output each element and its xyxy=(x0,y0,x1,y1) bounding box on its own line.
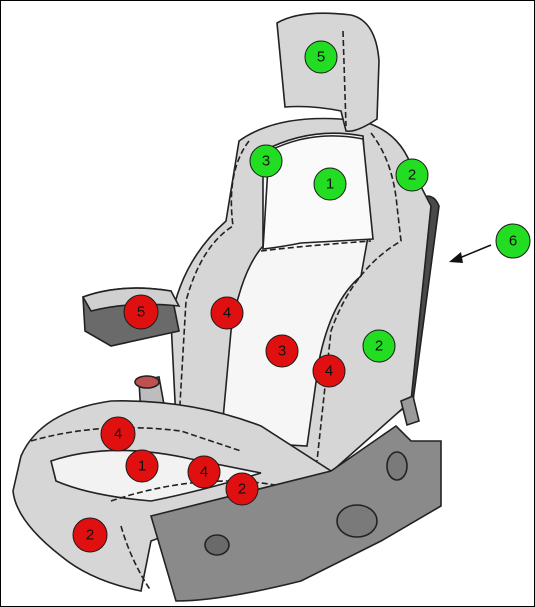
green-marker-3: 3 xyxy=(250,145,282,177)
red-marker-4-side: 4 xyxy=(313,355,345,387)
headrest xyxy=(277,13,379,131)
marker-label: 5 xyxy=(317,49,325,66)
marker-label: 4 xyxy=(114,426,122,443)
green-marker-2-side: 2 xyxy=(363,330,395,362)
frame-hole-2 xyxy=(337,505,377,537)
red-marker-4-cushion-left: 4 xyxy=(101,417,135,451)
marker-label: 4 xyxy=(223,305,231,322)
green-marker-2-top: 2 xyxy=(396,159,428,191)
marker-label: 2 xyxy=(238,481,246,498)
frame-hole-3 xyxy=(387,452,407,480)
marker-label: 6 xyxy=(509,233,517,250)
pointer-arrow-line xyxy=(457,245,491,259)
red-marker-3: 3 xyxy=(266,335,298,367)
red-marker-4-backrest: 4 xyxy=(211,297,243,329)
red-marker-1: 1 xyxy=(126,450,158,482)
marker-label: 3 xyxy=(262,153,270,170)
marker-label: 5 xyxy=(137,304,145,321)
marker-label: 2 xyxy=(408,167,416,184)
marker-label: 2 xyxy=(86,527,94,544)
frame-hole-1 xyxy=(205,535,229,555)
red-marker-5: 5 xyxy=(124,295,158,329)
red-marker-2-cushion: 2 xyxy=(226,473,258,505)
marker-label: 1 xyxy=(138,458,146,475)
marker-label: 4 xyxy=(200,464,208,481)
green-marker-1: 1 xyxy=(314,168,346,200)
marker-label: 3 xyxy=(278,343,286,360)
green-marker-6: 6 xyxy=(496,224,530,258)
seat-belt-buckle-top xyxy=(135,376,159,388)
red-marker-4-cushion-center: 4 xyxy=(188,456,220,488)
recline-lever xyxy=(401,396,419,425)
marker-label: 4 xyxy=(325,363,333,380)
green-marker-5: 5 xyxy=(305,41,337,73)
red-marker-2-front: 2 xyxy=(73,518,107,552)
marker-label: 1 xyxy=(326,176,334,193)
pointer-arrow-head xyxy=(449,252,463,263)
marker-label: 2 xyxy=(375,338,383,355)
